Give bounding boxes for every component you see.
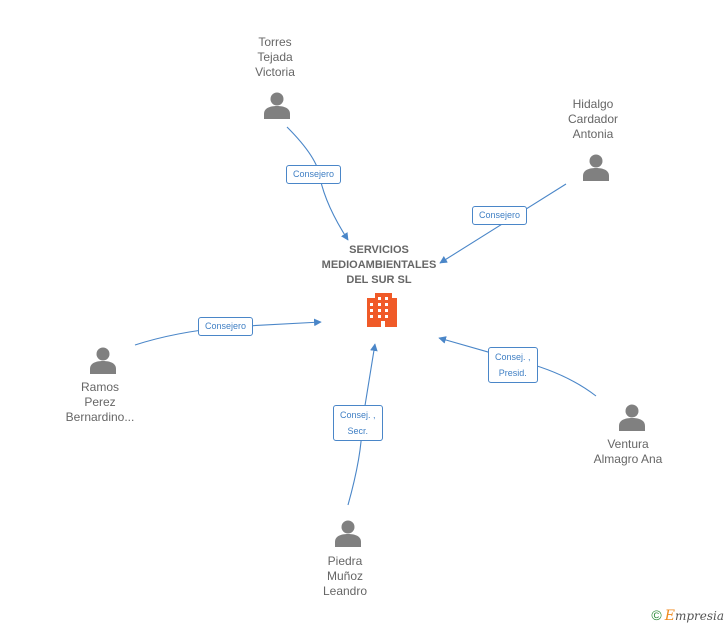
role-label-ventura[interactable]: Consej. , Presid. (488, 347, 538, 383)
brand-rest: mpresia (674, 609, 724, 623)
role-label-hidalgo[interactable]: Consejero (472, 206, 528, 225)
role-label-torres[interactable]: Consejero (286, 165, 342, 184)
company-name[interactable]: SERVICIOS MEDIOAMBIENTALES DEL SUR SL (306, 243, 452, 288)
person-name-line: Victoria (255, 65, 295, 79)
person-name-line: Antonia (572, 127, 614, 141)
person-name-line: Tejada (257, 50, 293, 64)
role-text: Consejero (205, 321, 247, 331)
role-text: Consej. , (495, 352, 531, 362)
person-name-line: Ventura (607, 437, 649, 451)
person-name-ramos[interactable]: Ramos Perez Bernardino... (50, 380, 150, 425)
person-name-line: Almagro Ana (593, 452, 663, 466)
copyright-icon: © (651, 607, 662, 623)
person-name-line: Piedra (327, 554, 363, 568)
person-name-line: Cardador (567, 112, 619, 126)
person-name-line: Muñoz (326, 569, 364, 583)
person-name-line: Perez (84, 395, 116, 409)
person-name-line: Torres (258, 35, 292, 49)
person-icon-ramos[interactable] (90, 347, 116, 375)
person-name-hidalgo[interactable]: Hidalgo Cardador Antonia (548, 97, 638, 142)
building-icon[interactable] (367, 293, 397, 327)
person-name-line: Ramos (80, 380, 119, 394)
person-icon-ventura[interactable] (619, 404, 645, 432)
person-name-ventura[interactable]: Ventura Almagro Ana (583, 437, 673, 467)
company-name-line: DEL SUR SL (346, 274, 412, 286)
person-name-piedra[interactable]: Piedra Muñoz Leandro (300, 554, 390, 599)
brand-initial: E (664, 608, 675, 624)
person-icon-hidalgo[interactable] (583, 154, 609, 182)
role-text: Consejero (479, 210, 521, 220)
person-name-line: Bernardino... (65, 410, 135, 424)
role-text: Consej. , (340, 410, 376, 420)
company-name-line: MEDIOAMBIENTALES (321, 259, 437, 271)
person-name-torres[interactable]: Torres Tejada Victoria (230, 35, 320, 80)
person-icon-torres[interactable] (264, 92, 290, 120)
role-text: Consejero (293, 169, 335, 179)
company-name-line: SERVICIOS (349, 244, 409, 256)
role-text: Presid. (498, 368, 527, 378)
person-name-line: Hidalgo (572, 97, 614, 111)
person-name-line: Leandro (322, 584, 368, 598)
role-text: Secr. (347, 426, 369, 436)
role-label-piedra[interactable]: Consej. , Secr. (333, 405, 383, 441)
empresia-watermark[interactable]: ©Empresia (651, 607, 724, 624)
person-icon-piedra[interactable] (335, 520, 361, 548)
brand-logo: Empresia (664, 608, 724, 624)
role-label-ramos[interactable]: Consejero (198, 317, 254, 336)
